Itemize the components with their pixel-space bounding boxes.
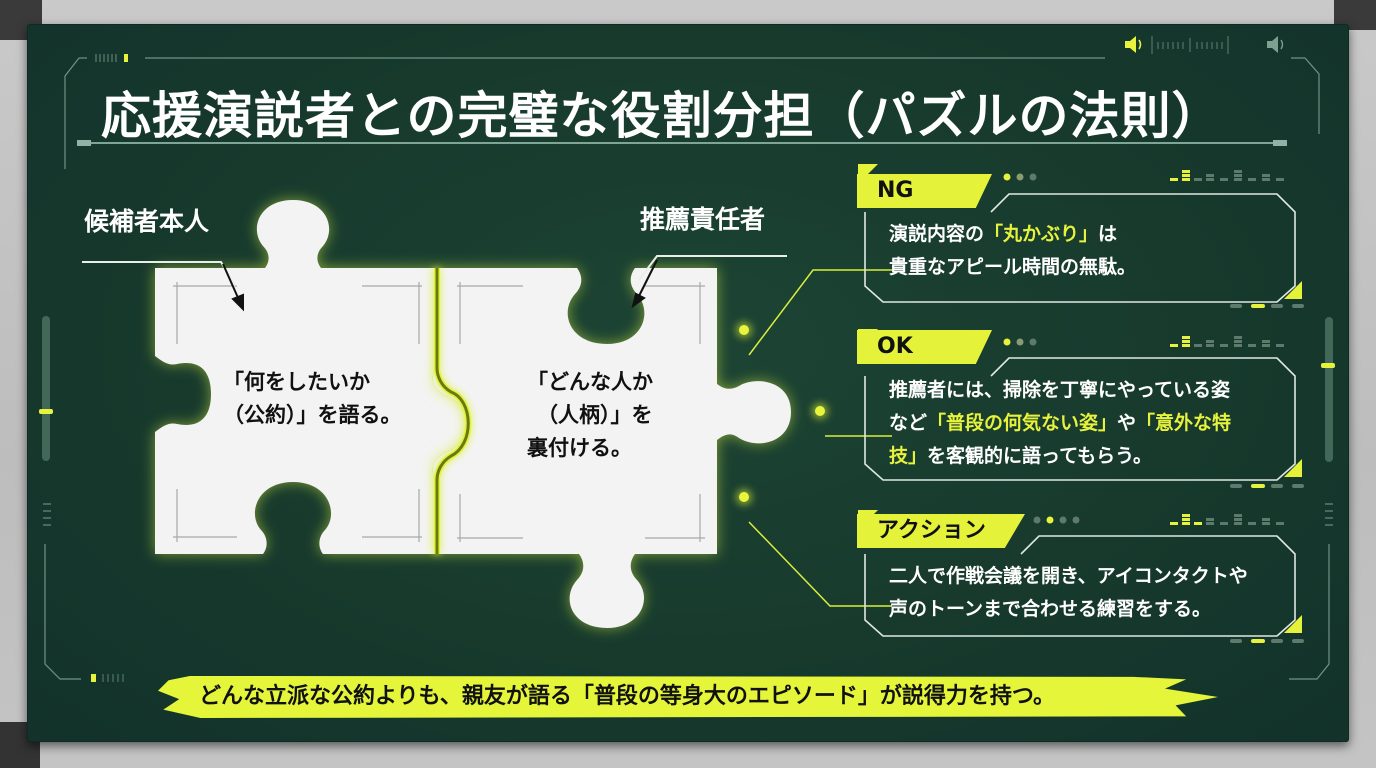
connector-dot [739,325,749,335]
chalkboard: 応援演説者との完璧な役割分担（パズルの法則） [27,24,1349,742]
panel-line: 推薦者には、掃除を丁寧にやっている姿 [889,374,1231,407]
title-divider-cap [1273,140,1287,146]
panel-text: 推薦者には、掃除を丁寧にやっている姿 [889,379,1231,401]
equalizer-icon [1170,170,1284,181]
action-tag: アクション [857,514,1025,548]
connector-dot [739,492,749,502]
candidate-label: 候補者本人 [84,207,210,236]
summary-banner-highlight [158,676,1218,718]
equalizer-icon [1170,514,1284,525]
ng-tag: NG [857,174,992,208]
ng-body: 演説内容の「丸かぶり」は貴重なアピール時間の無駄。 [889,218,1136,284]
panel-text: 貴重なアピール時間の無駄。 [889,256,1137,278]
panel-line: 二人で作戦会議を開き、アイコンタクトや [889,560,1248,593]
recommender-label: 推薦責任者 [640,205,766,234]
indicator-light [124,54,128,62]
puzzle-diagram [82,200,892,628]
speaker-on-icon [1125,36,1142,53]
panel-text: を客観的に語ってもらう。 [927,445,1152,467]
panel-line: など「普段の何気ない姿」や「意外な特 [889,407,1231,440]
left-piece-text: 「何をしたいか （公約）」を語る。 [223,370,402,427]
left-slider-thumb [39,409,53,414]
highlighted-text: 技」 [889,445,928,467]
panel-text: 演説内容の [889,223,985,245]
connector-dot [815,406,825,416]
panel-text: 声のトーンまで合わせる練習をする。 [889,598,1212,620]
right-piece-text: 「どんな人か （人柄）」を 裏付ける。 [527,370,653,460]
equalizer-icon [1170,336,1284,347]
right-slider-thumb [1321,363,1335,368]
panel-line: 技」を客観的に語ってもらう。 [889,440,1231,473]
summary-banner-text: どんな立派な公約よりも、親友が語る「普段の等身大のエピソード」が説得力を持つ。 [199,684,1056,709]
title-divider [77,142,1285,144]
panel-line: 声のトーンまで合わせる練習をする。 [889,593,1248,626]
panel-text: や [1117,412,1137,434]
left-slider-track [42,316,50,461]
highlighted-text: 「丸かぶり」 [984,223,1099,245]
panel-line: 演説内容の「丸かぶり」は [889,218,1136,251]
panel-text: など [889,412,928,434]
ok-tag: OK [857,330,992,364]
page-title: 応援演説者との完璧な役割分担（パズルの法則） [101,87,1223,145]
panel-text: 二人で作戦会議を開き、アイコンタクトや [889,565,1248,587]
highlighted-text: 「意外な特 [1136,412,1232,434]
action-body: 二人で作戦会議を開き、アイコンタクトや声のトーンまで合わせる練習をする。 [889,560,1248,626]
title-divider-cap [77,140,91,146]
speaker-off-icon [1267,36,1284,53]
right-slider-track [1325,317,1333,462]
hud-frame [39,36,1335,682]
highlighted-text: 「普段の何気ない姿」 [927,412,1118,434]
panel-line: 貴重なアピール時間の無駄。 [889,251,1136,284]
panel-text: は [1098,223,1118,245]
ok-body: 推薦者には、掃除を丁寧にやっている姿など「普段の何気ない姿」や「意外な特技」を客… [889,374,1231,473]
